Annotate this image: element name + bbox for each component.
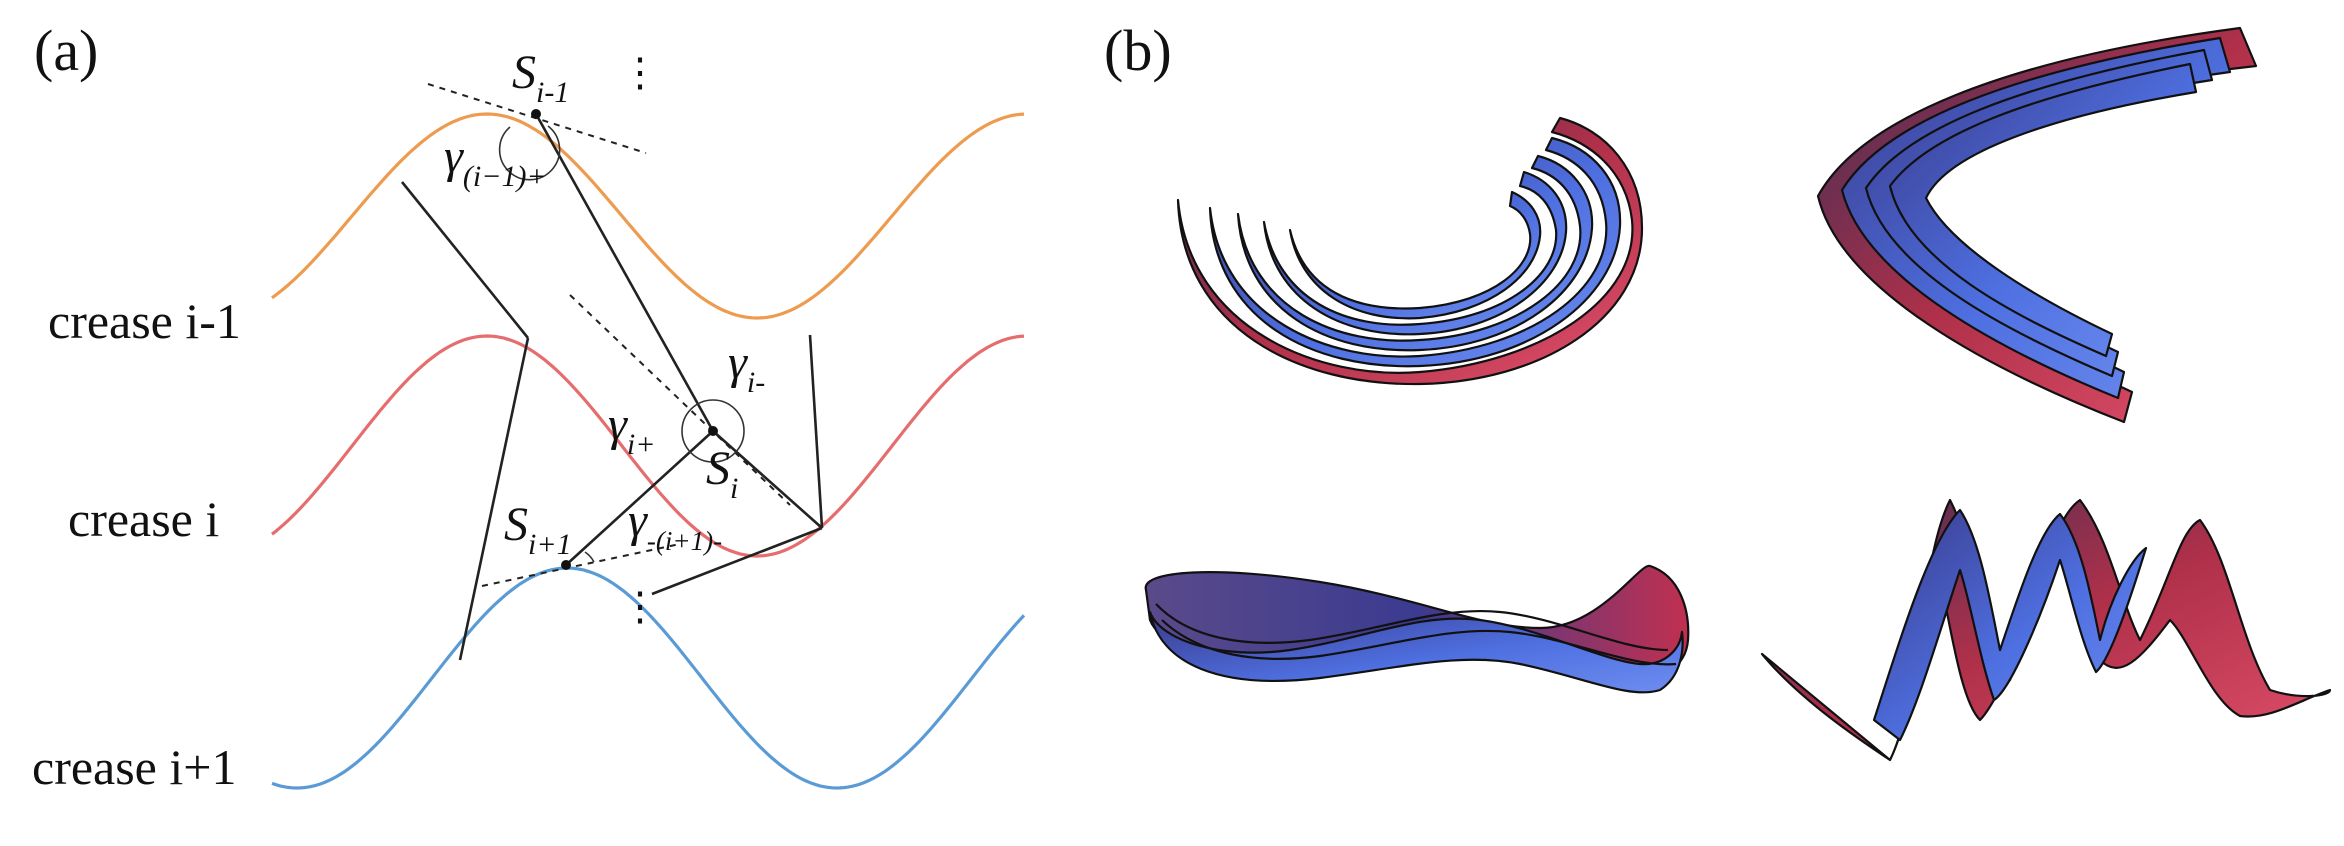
panel-b: (b) [1104, 18, 2332, 762]
ellipsis-bottom: ⋮ [620, 584, 660, 629]
angle-arc-gamma-i [681, 399, 745, 463]
label-gamma-i-plus: γi+ [608, 398, 656, 461]
point-s-i-minus-1 [531, 109, 541, 119]
point-s-i-plus-1 [561, 560, 571, 570]
label-gamma-i-plus-1-minus: γ-(i+1)- [628, 494, 722, 556]
ruling-segment [651, 526, 823, 596]
point-s-i [708, 426, 718, 436]
crease-curve-i-plus-1 [271, 566, 1026, 790]
label-gamma-i-minus-1-plus: γ(i−1)+ [444, 130, 547, 193]
label-s-i-plus-1: Si+1 [504, 498, 572, 561]
ruling-segment [565, 430, 714, 566]
tangent-line-s-i [569, 294, 791, 506]
ribbon-shape-c-curve [1176, 116, 1644, 386]
angle-arc-gamma-i-plus-1 [584, 551, 595, 563]
panel-a-label: (a) [34, 18, 98, 83]
crease-label-i: crease i [68, 491, 219, 547]
ruling-segment [534, 113, 715, 432]
ruling-segment [458, 337, 530, 661]
crease-label-i-minus-1: crease i-1 [48, 293, 241, 349]
ellipsis-top: ⋮ [620, 50, 660, 95]
ruling-segment [712, 430, 823, 529]
angle-arc-gamma-i-minus-1-plus [498, 125, 561, 181]
panel-a: (a) crease i-1 crease i crease i+1 [32, 18, 1026, 795]
ribbon-shape-wave [1760, 498, 2332, 762]
tangent-line-s-i-plus-1 [481, 543, 681, 587]
ruling-segment [808, 334, 824, 529]
label-s-i: Si [706, 442, 738, 505]
crease-curve-i-minus-1 [271, 112, 1025, 320]
panel-b-label: (b) [1104, 18, 1172, 83]
ruling-segment [400, 181, 530, 339]
tangent-line-s-i-minus-1 [427, 83, 647, 154]
crease-curve-i [271, 334, 1025, 558]
ruling-segments [400, 113, 824, 661]
label-s-i-minus-1: Si-1 [512, 46, 569, 109]
ribbon-shape-figure-eight [1144, 564, 1690, 694]
ribbon-shape-v-fold [1816, 26, 2258, 424]
label-gamma-i-minus: γi- [728, 336, 765, 399]
crease-label-i-plus-1: crease i+1 [32, 739, 236, 795]
